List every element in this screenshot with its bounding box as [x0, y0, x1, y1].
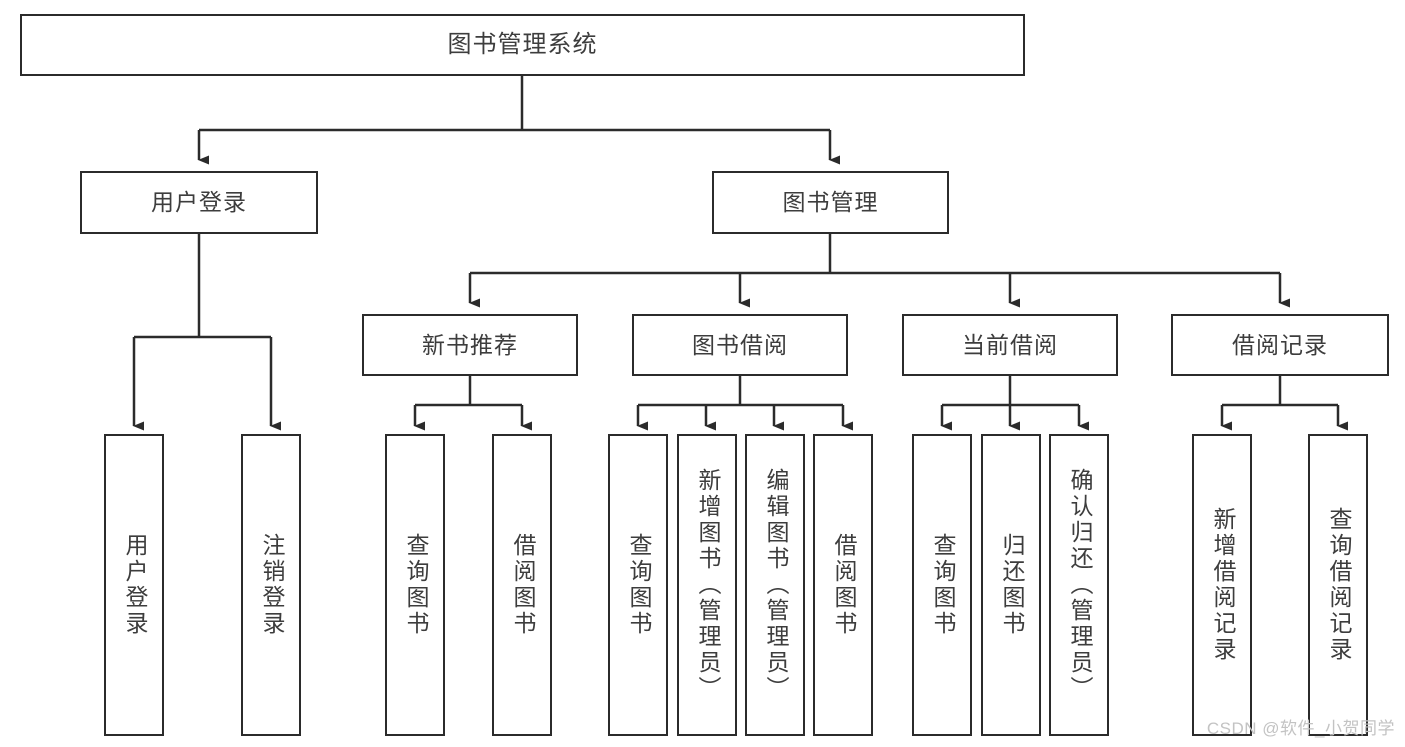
- node-label: 图书管理: [782, 189, 879, 216]
- leaf-node-confirm-return-admin[interactable]: 确认归还（管理员）: [1049, 434, 1109, 736]
- leaf-node-borrow-book-newbook[interactable]: 借阅图书: [492, 434, 552, 736]
- node-borrowing-record[interactable]: 借阅记录: [1171, 314, 1389, 376]
- leaf-node-add-book-admin[interactable]: 新增图书（管理员）: [677, 434, 737, 736]
- node-label: 归还图书: [998, 533, 1025, 637]
- node-label: 当前借阅: [962, 331, 1058, 358]
- node-label: 新增图书（管理员）: [694, 468, 721, 702]
- node-book-borrowing[interactable]: 图书借阅: [632, 314, 848, 376]
- node-label: 编辑图书（管理员）: [762, 468, 789, 702]
- leaf-node-query-book-newbook[interactable]: 查询图书: [385, 434, 445, 736]
- node-root-book-management-system[interactable]: 图书管理系统: [20, 14, 1025, 76]
- node-label: 新书推荐: [422, 331, 518, 358]
- node-label: 注销登录: [258, 533, 285, 637]
- node-label: 查询图书: [402, 533, 429, 637]
- node-book-management[interactable]: 图书管理: [712, 171, 949, 234]
- watermark-text: CSDN @软件_小贺同学: [1206, 719, 1395, 738]
- node-label: 查询图书: [625, 533, 652, 637]
- leaf-node-borrow-book[interactable]: 借阅图书: [813, 434, 873, 736]
- node-label: 确认归还（管理员）: [1066, 468, 1093, 702]
- node-label: 图书管理系统: [447, 31, 598, 59]
- node-label: 查询图书: [929, 533, 956, 637]
- leaf-node-query-book-borrow[interactable]: 查询图书: [608, 434, 668, 736]
- node-label: 查询借阅记录: [1325, 507, 1352, 663]
- node-label: 借阅图书: [830, 533, 857, 637]
- node-label: 新增借阅记录: [1209, 507, 1236, 663]
- leaf-node-query-borrow-record[interactable]: 查询借阅记录: [1308, 434, 1368, 736]
- leaf-node-logout[interactable]: 注销登录: [241, 434, 301, 736]
- leaf-node-query-book-current[interactable]: 查询图书: [912, 434, 972, 736]
- leaf-node-edit-book-admin[interactable]: 编辑图书（管理员）: [745, 434, 805, 736]
- node-user-login[interactable]: 用户登录: [80, 171, 318, 234]
- leaf-node-add-borrow-record[interactable]: 新增借阅记录: [1192, 434, 1252, 736]
- leaf-node-user-login[interactable]: 用户登录: [104, 434, 164, 736]
- node-label: 借阅图书: [509, 533, 536, 637]
- node-current-borrowing[interactable]: 当前借阅: [902, 314, 1118, 376]
- node-new-book-recommendation[interactable]: 新书推荐: [362, 314, 578, 376]
- leaf-node-return-book[interactable]: 归还图书: [981, 434, 1041, 736]
- node-label: 用户登录: [151, 189, 247, 216]
- node-label: 借阅记录: [1232, 331, 1328, 358]
- node-label: 用户登录: [121, 533, 148, 637]
- node-label: 图书借阅: [692, 331, 788, 358]
